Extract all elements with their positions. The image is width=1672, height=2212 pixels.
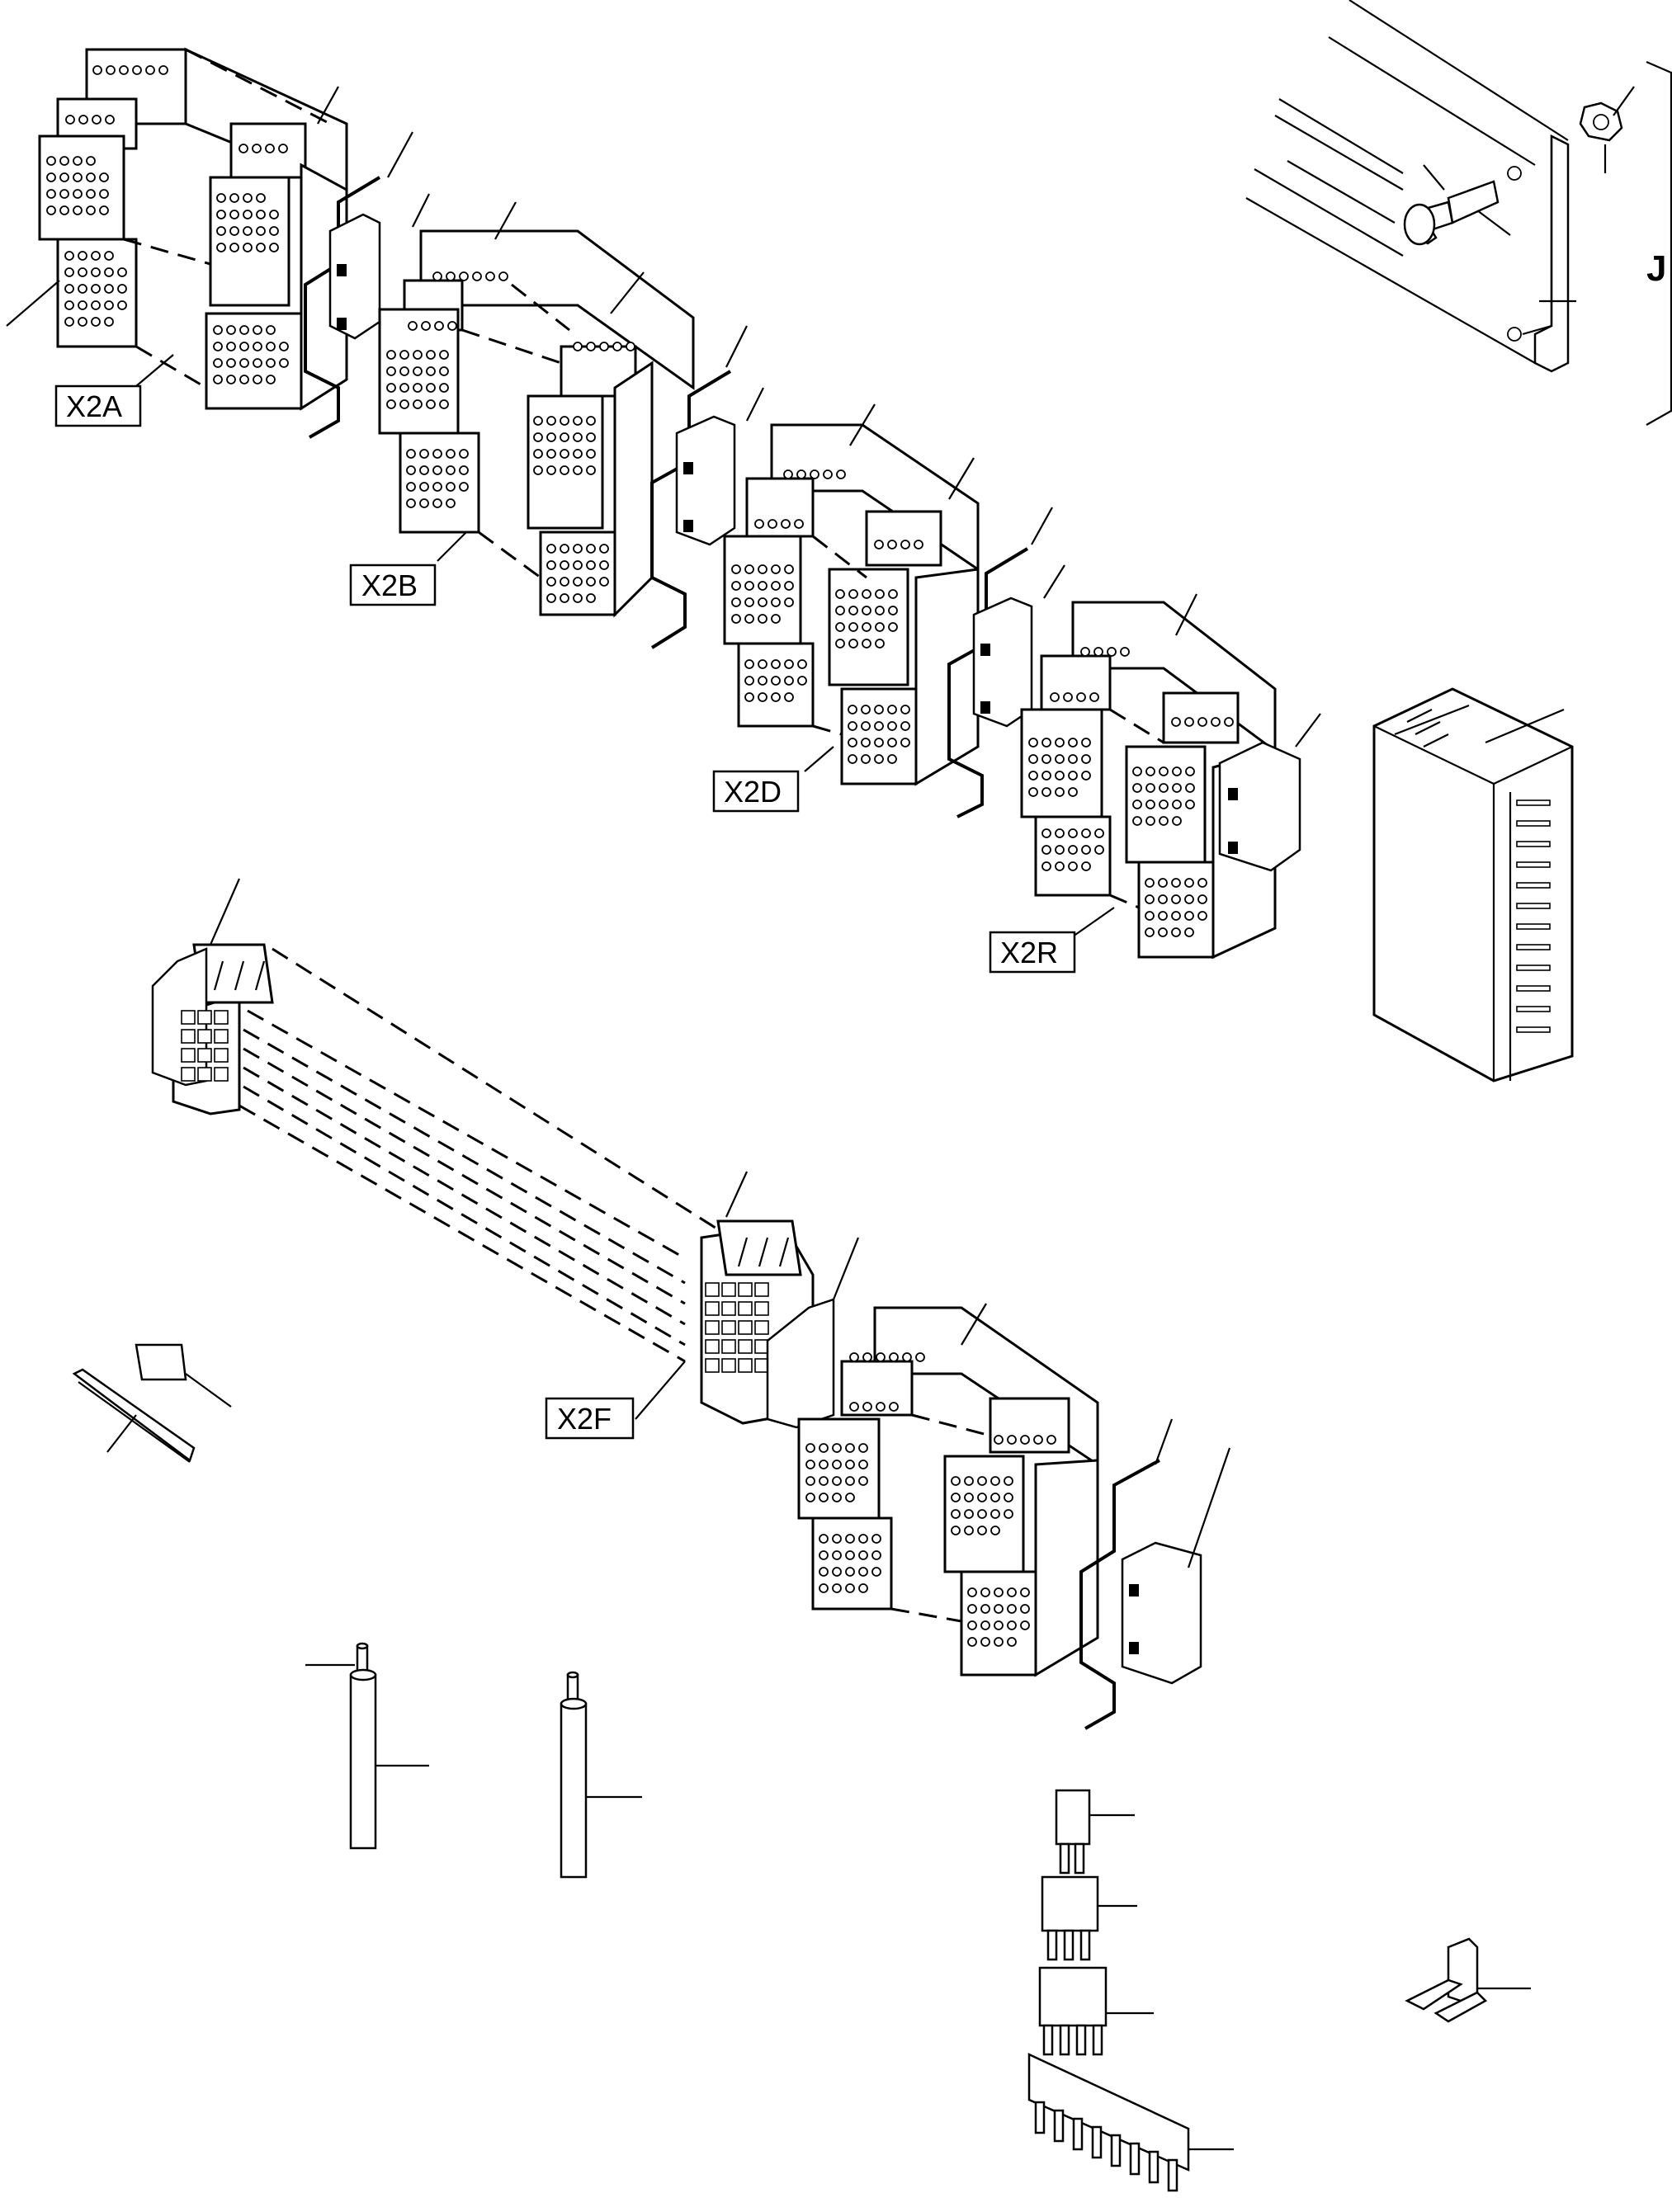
terminal-group-x2d: X2D [712, 403, 1065, 818]
wire-icon [305, 1642, 429, 1850]
terminal-group-x2f: X2F [151, 878, 860, 1440]
terminal-group-x2r: X2R [989, 593, 1321, 974]
label-x2f: X2F [557, 1402, 612, 1436]
terminal-group-lower [797, 1303, 1231, 1730]
label-x2a: X2A [66, 389, 122, 423]
label-x2r-box [989, 931, 1076, 974]
angle-bracket-icon [1405, 1937, 1531, 2023]
label-j: J [1646, 248, 1666, 289]
wire-duct [1372, 687, 1574, 1082]
bolt-icon [1403, 180, 1500, 246]
jumper-bridge-icon [1041, 1875, 1137, 1961]
terminal-group-x2a: X2A [6, 47, 430, 439]
label-x2d: X2D [724, 775, 782, 809]
label-x2f-box [545, 1397, 635, 1440]
nut-icon [1579, 101, 1623, 142]
label-x2b: X2B [361, 568, 418, 602]
label-x2d-box [712, 770, 800, 813]
terminal-group-x2b: X2B [349, 201, 764, 649]
jumper-bridge-icon [1055, 1789, 1135, 1875]
label-x2r: X2R [1000, 936, 1058, 969]
label-x2b-box [349, 564, 437, 606]
label-x2a-box [54, 384, 142, 427]
jumper-bridge-icon [1038, 1966, 1154, 2056]
wire-icon [560, 1671, 642, 1879]
jumper-bridge-icon [1027, 2053, 1234, 2192]
din-rail-assembly: J [1245, 0, 1672, 426]
marker-strip-icon [72, 1343, 232, 1463]
